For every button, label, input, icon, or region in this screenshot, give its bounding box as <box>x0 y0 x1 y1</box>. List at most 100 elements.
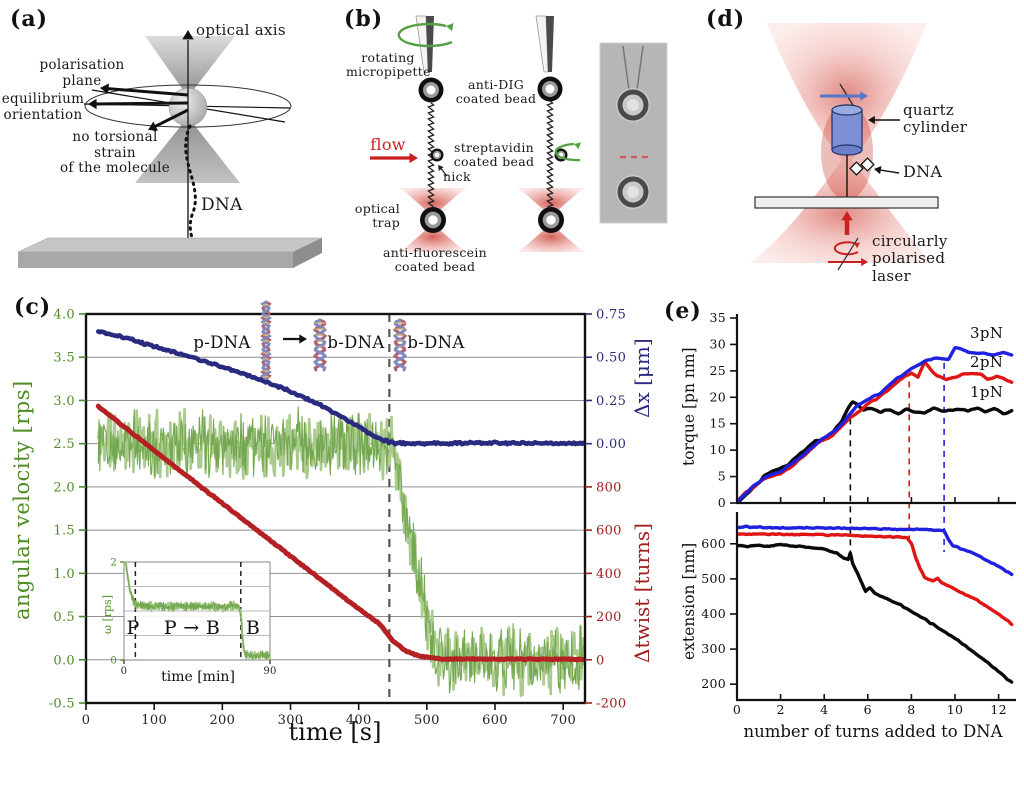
svg-text:5: 5 <box>718 469 726 484</box>
svg-text:20: 20 <box>709 389 726 404</box>
c-axis-ticks: 4.03.53.02.52.01.51.00.50.0-0.50.750.500… <box>49 308 626 729</box>
extension-series <box>737 524 1014 684</box>
svg-text:400: 400 <box>596 567 622 582</box>
svg-text:500: 500 <box>701 571 726 586</box>
quartz-cylinder-schematic <box>750 23 939 271</box>
micropipette-schematic <box>370 15 668 252</box>
inset-phase-labels: P P → B B <box>126 617 260 639</box>
flow-label: flow <box>370 135 406 154</box>
c-right-upper-axis-title: Δx [μm] <box>630 338 654 418</box>
svg-text:1.5: 1.5 <box>53 524 75 539</box>
svg-text:600: 600 <box>701 536 726 551</box>
c-series <box>95 329 585 698</box>
svg-text:600: 600 <box>596 524 622 539</box>
panel-d-label: (d) <box>706 6 746 32</box>
svg-text:b-DNA: b-DNA <box>407 333 465 352</box>
svg-text:600: 600 <box>482 713 508 728</box>
series-delta-twist <box>95 403 585 663</box>
svg-text:10: 10 <box>709 442 726 457</box>
svg-text:-200: -200 <box>596 697 626 712</box>
panel-b-label: (b) <box>344 6 384 32</box>
svg-text:30: 30 <box>709 336 726 351</box>
c-left-axis-title: angular velocity [rps] <box>10 380 34 620</box>
e-dashed-markers <box>849 362 945 558</box>
panel-e: 0 5 10 15 20 25 30 35 3pN 2pN 1pN 200 300 400 500 600 0 2… <box>660 290 1024 786</box>
svg-text:0.5: 0.5 <box>53 610 75 625</box>
no-torsional-strain-label: no torsional strain of the molecule <box>59 129 171 177</box>
inset-series <box>124 562 270 660</box>
svg-text:0: 0 <box>121 666 128 677</box>
dna-label-a: DNA <box>201 195 243 215</box>
svg-text:400: 400 <box>701 606 726 621</box>
svg-text:4.0: 4.0 <box>53 308 75 323</box>
optical-trap-label: optical trap <box>354 201 400 231</box>
inset-x-axis-title: time [min] <box>161 669 235 685</box>
svg-text:2: 2 <box>110 558 117 569</box>
series-extension-1pN <box>737 542 1014 684</box>
c-right-lower-axis-title: Δtwist [turns] <box>630 523 654 663</box>
series-angular-velocity <box>97 406 585 694</box>
c-x-axis-title: time [s] <box>288 718 382 746</box>
svg-text:2.0: 2.0 <box>53 480 75 495</box>
svg-text:0.50: 0.50 <box>596 351 626 366</box>
svg-text:200: 200 <box>701 676 726 691</box>
svg-text:6: 6 <box>864 702 872 717</box>
svg-text:35: 35 <box>709 310 726 325</box>
series-torque-3pN <box>737 346 1014 503</box>
torque-extension-charts: 0 5 10 15 20 25 30 35 3pN 2pN 1pN 200 300 400 500 600 0 2… <box>701 310 1016 717</box>
svg-text:0: 0 <box>718 495 726 510</box>
series-torque-1pN <box>737 400 1014 503</box>
svg-text:P: P <box>126 617 139 639</box>
svg-text:400: 400 <box>346 713 372 728</box>
extension-axis-title: extension [nm] <box>680 542 698 660</box>
dna-label-d: DNA <box>903 162 943 181</box>
nick-label: nick <box>443 169 471 184</box>
e-x-axis-title: number of turns added to DNA <box>743 722 1003 741</box>
svg-text:12: 12 <box>990 702 1007 717</box>
svg-text:0.00: 0.00 <box>596 437 626 452</box>
panel-a-label: (a) <box>10 6 49 32</box>
anti-dig-bead-label: anti-DIG coated bead <box>455 77 537 107</box>
svg-text:B: B <box>246 617 260 639</box>
series-delta-x <box>95 329 585 447</box>
svg-text:0.25: 0.25 <box>596 394 626 409</box>
svg-text:200: 200 <box>596 610 622 625</box>
svg-text:0: 0 <box>82 713 91 728</box>
svg-text:3.5: 3.5 <box>53 351 75 366</box>
optical-trap-schematic <box>17 30 323 268</box>
svg-text:0.75: 0.75 <box>596 308 626 323</box>
svg-text:1pN: 1pN <box>970 383 1003 401</box>
svg-text:500: 500 <box>414 713 440 728</box>
torque-series <box>737 346 1014 503</box>
series-extension-3pN <box>737 524 1014 577</box>
panel-a: (a) optical axis polarisation plane equi… <box>0 0 340 290</box>
angular-velocity-chart: 4.03.53.02.52.01.51.00.50.0-0.50.750.500… <box>49 300 626 729</box>
equilibrium-orientation-label: equilibrium orientation <box>1 91 85 123</box>
svg-text:3.0: 3.0 <box>53 394 75 409</box>
svg-text:15: 15 <box>709 416 726 431</box>
svg-text:1.0: 1.0 <box>53 567 75 582</box>
circularly-polarised-laser-label: circularly polarised laser <box>872 232 948 285</box>
svg-text:0: 0 <box>110 656 117 667</box>
svg-text:3pN: 3pN <box>970 324 1003 342</box>
svg-text:100: 100 <box>141 713 167 728</box>
torque-axis-title: torque [pn nm] <box>680 347 698 466</box>
svg-text:-0.5: -0.5 <box>49 697 75 712</box>
svg-text:300: 300 <box>701 641 726 656</box>
svg-text:2.5: 2.5 <box>53 437 75 452</box>
optical-axis-label: optical axis <box>196 21 286 39</box>
panel-e-label: (e) <box>664 298 702 324</box>
svg-text:90: 90 <box>263 666 276 677</box>
svg-text:2pN: 2pN <box>970 353 1003 371</box>
quartz-cylinder-label: quartz cylinder <box>903 101 968 137</box>
svg-text:P → B: P → B <box>164 617 220 639</box>
svg-text:4: 4 <box>820 702 828 717</box>
panel-c-label: (c) <box>14 294 52 320</box>
svg-text:0: 0 <box>733 702 741 717</box>
svg-text:2: 2 <box>776 702 784 717</box>
series-extension-2pN <box>737 532 1014 627</box>
svg-text:25: 25 <box>709 363 726 378</box>
